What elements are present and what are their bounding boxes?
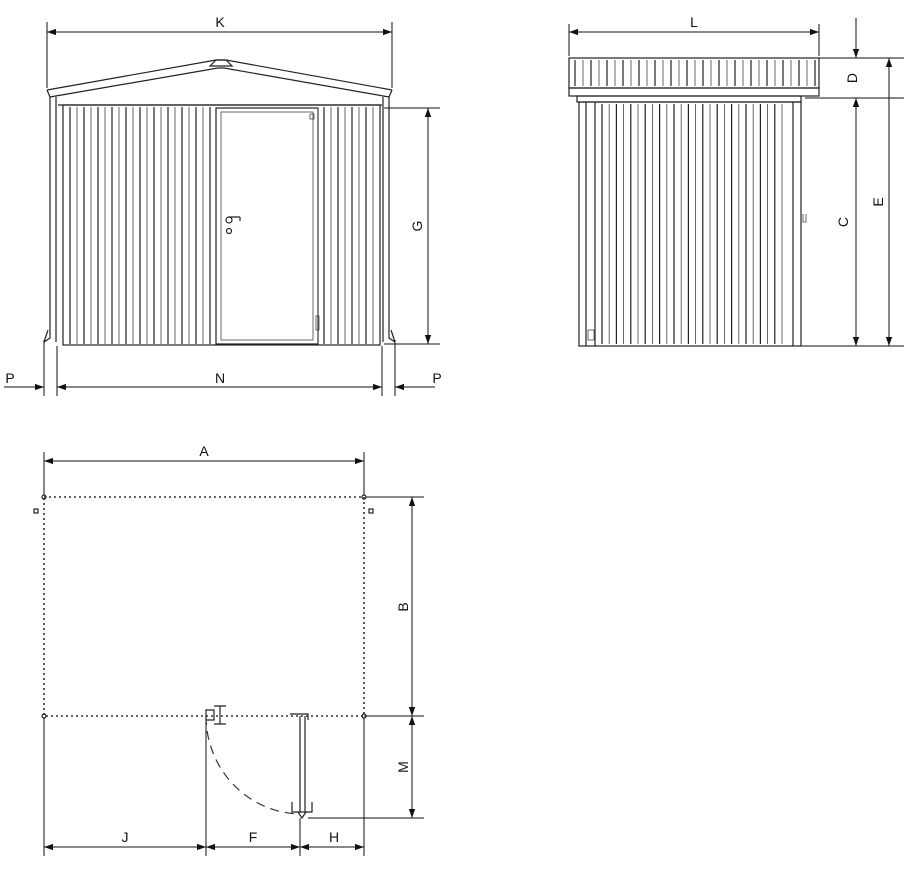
front-view: K G N P P	[4, 14, 442, 396]
front-right-post	[382, 97, 396, 343]
open-door-leaf	[299, 716, 306, 812]
side-wall	[578, 101, 802, 347]
front-wall-ribs-right	[323, 107, 374, 344]
plan-view: A B M J F H	[33, 443, 424, 856]
dim-D-label: D	[844, 73, 860, 83]
side-view: L D C E	[568, 14, 904, 347]
door-frame	[215, 107, 319, 345]
side-wall-ribs	[601, 104, 783, 344]
dim-P-left-label: P	[5, 370, 14, 386]
door-hinge-bottom	[315, 315, 320, 331]
door-latch-top	[309, 113, 315, 120]
door-swing-arc	[205, 715, 301, 815]
dim-H-label: H	[329, 829, 339, 845]
front-wall-ribs-left	[69, 107, 211, 344]
front-roof-inner	[49, 67, 390, 98]
door-handle-plan-icon	[291, 802, 313, 820]
dim-C-label: C	[835, 217, 851, 227]
dim-K-label: K	[215, 14, 225, 30]
roof-ridge-cap	[208, 59, 234, 67]
dim-J-label: J	[122, 829, 129, 845]
plan-anchor-left	[33, 508, 39, 514]
dim-E-label: E	[870, 197, 886, 206]
front-roof-top	[46, 59, 393, 91]
door-handle-icon	[225, 216, 241, 235]
dim-A-label: A	[199, 443, 209, 459]
plan-anchor-right	[368, 508, 374, 514]
plan-footprint	[43, 496, 365, 717]
dim-G-label: G	[409, 221, 425, 232]
dim-N-label: N	[215, 370, 225, 386]
door-leaf	[220, 111, 314, 341]
side-roof-ribs	[574, 60, 816, 86]
dim-M-label: M	[395, 761, 411, 773]
front-wall	[62, 104, 381, 346]
dim-L-label: L	[690, 14, 698, 30]
side-hook-icon	[802, 214, 807, 223]
front-left-post	[43, 97, 57, 343]
dim-P-right-label: P	[432, 370, 441, 386]
dim-B-label: B	[395, 602, 411, 611]
dim-F-label: F	[249, 829, 258, 845]
door-hinge-icon	[205, 705, 226, 725]
